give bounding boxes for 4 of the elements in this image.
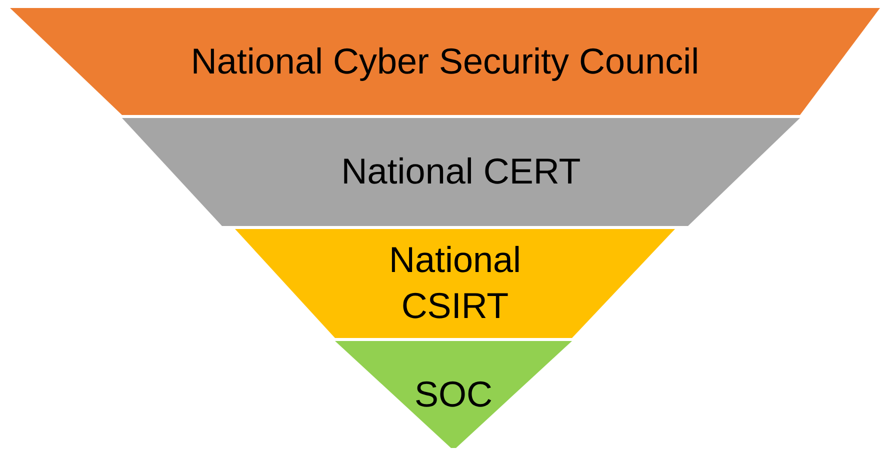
band-label: National CSIRT <box>388 238 522 328</box>
band-label: National CERT <box>341 150 581 194</box>
band-label: National Cyber Security Council <box>190 39 700 84</box>
band-label: SOC <box>414 372 492 416</box>
